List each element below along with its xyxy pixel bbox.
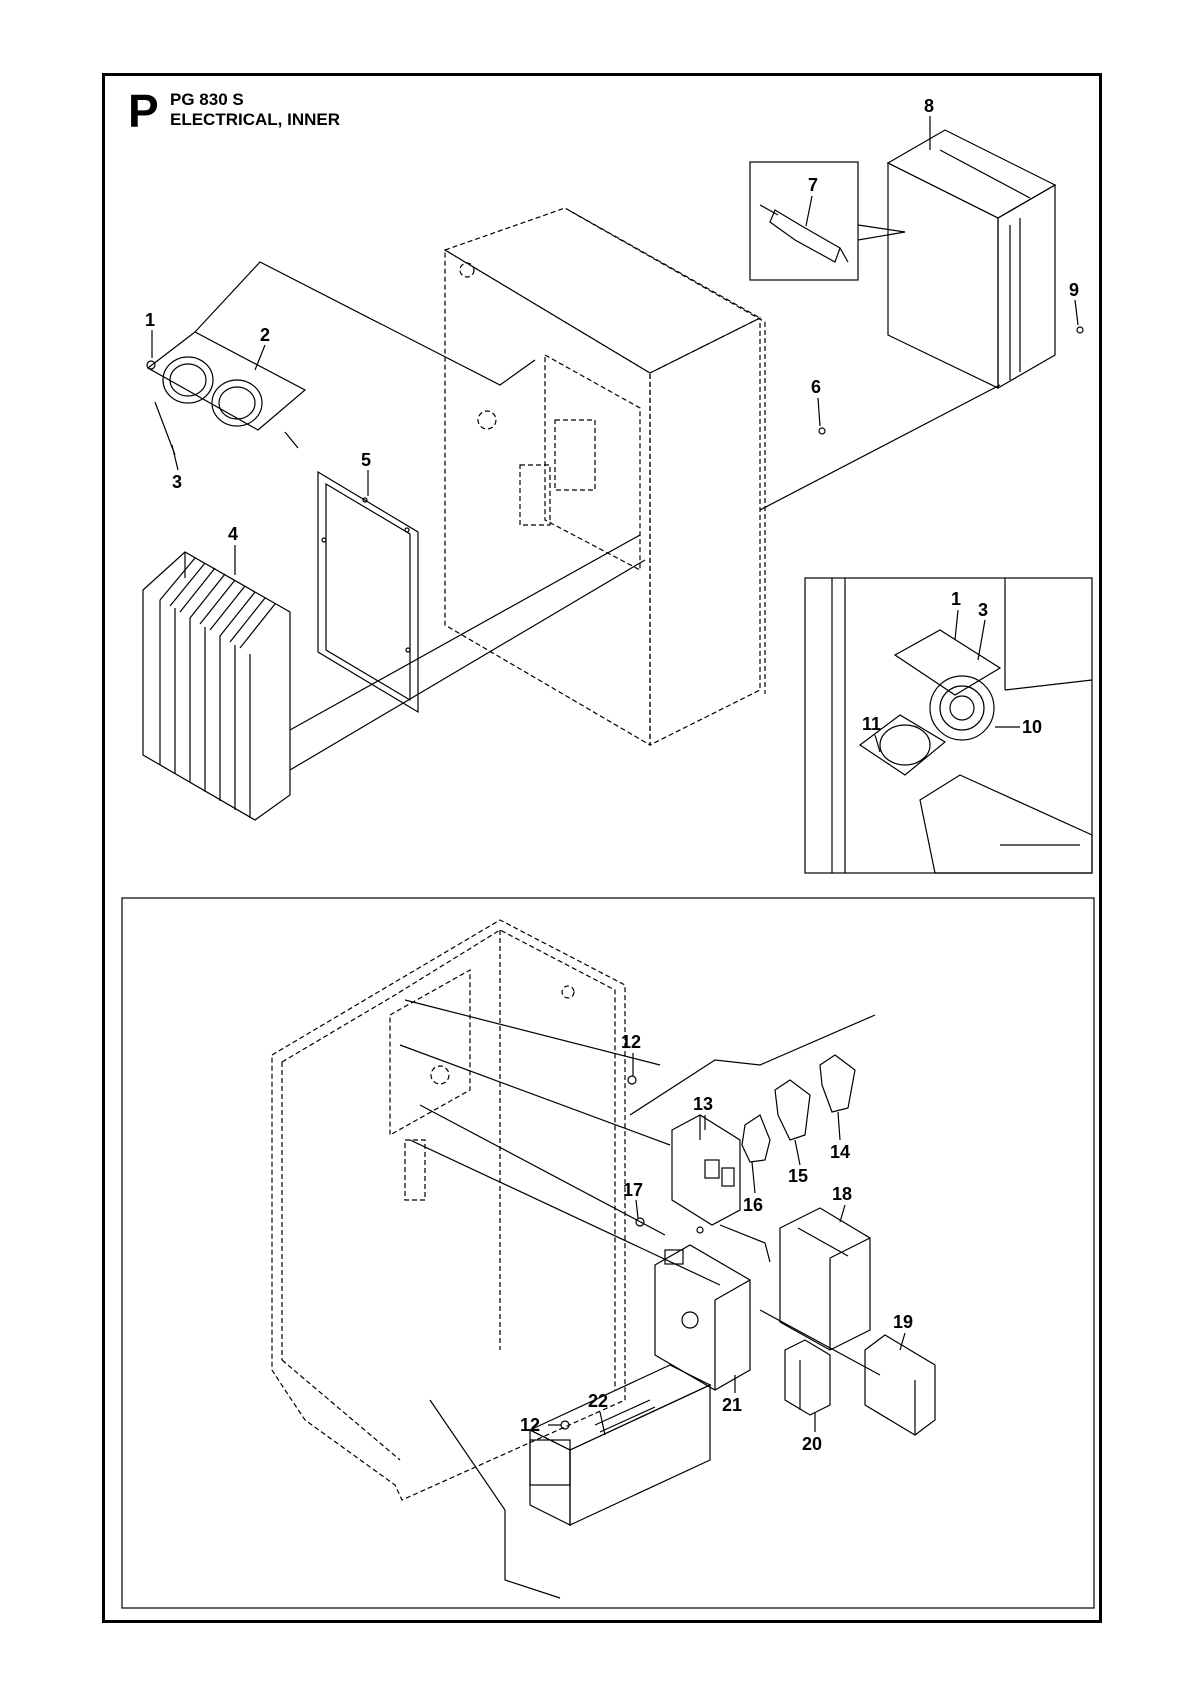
- callout-13: 13: [693, 1094, 713, 1114]
- screw-9: [1076, 326, 1084, 334]
- auxiliary-relay-block: [784, 1339, 831, 1416]
- screw-6: [818, 427, 826, 435]
- leader-18: [839, 1204, 846, 1223]
- leader-15: [794, 1139, 801, 1166]
- diagram-title: ELECTRICAL, INNER: [170, 110, 340, 129]
- leader-heatsink-b: [289, 559, 646, 771]
- din-rail-upper-a: [404, 999, 661, 1066]
- callout-15: 15: [788, 1166, 808, 1186]
- callout-4: 4: [228, 524, 238, 544]
- callout-14: 14: [830, 1142, 850, 1162]
- inset-callout-1: 1: [951, 589, 961, 609]
- fan-assembly: [146, 331, 307, 456]
- screw-12-upper: [627, 1075, 637, 1085]
- leader-14: [837, 1111, 841, 1141]
- din-rail-lower-a: [419, 1104, 666, 1236]
- contactor: [654, 1244, 751, 1391]
- callout-20: 20: [802, 1434, 822, 1454]
- leader-22: [599, 1411, 606, 1436]
- callout-2: 2: [260, 325, 270, 345]
- callout-12-upper: 12: [621, 1032, 641, 1052]
- callout-pointer-paste: [857, 224, 906, 241]
- callout-6: 6: [811, 377, 821, 397]
- leader-inset-3: [977, 619, 986, 661]
- section-letter: P: [128, 85, 159, 137]
- inset-callout-3: 3: [978, 600, 988, 620]
- callout-22: 22: [588, 1391, 608, 1411]
- screw-17: [635, 1217, 645, 1227]
- callout-18: 18: [832, 1184, 852, 1204]
- lower-panel-box: [121, 897, 1095, 1609]
- cabinet-housing-bottom: [271, 919, 626, 1501]
- callout-10: 10: [1022, 717, 1042, 737]
- callout-3: 3: [172, 472, 182, 492]
- leader-17: [635, 1199, 639, 1219]
- leader-11: [874, 734, 881, 753]
- leader-inverter: [759, 384, 1001, 511]
- callout-1: 1: [145, 310, 155, 330]
- heatsink: [142, 551, 291, 821]
- callout-19: 19: [893, 1312, 913, 1332]
- thermal-paste-syringe: [759, 204, 849, 263]
- leader-fan: [194, 261, 536, 386]
- callout-12-lower: 12: [520, 1415, 540, 1435]
- leader-16: [751, 1161, 756, 1194]
- screw-21: [696, 1226, 704, 1234]
- leader-heatsink-a: [289, 534, 641, 731]
- power-supply: [779, 1207, 871, 1351]
- inverter-module: [886, 129, 1057, 390]
- leader-3: [171, 444, 179, 471]
- leader-9: [1074, 299, 1079, 326]
- din-rail-lower-b: [409, 1139, 721, 1286]
- callout-16: 16: [743, 1195, 763, 1215]
- callout-11: 11: [862, 714, 881, 734]
- callout-9: 9: [1069, 280, 1079, 300]
- callout-21: 21: [722, 1395, 742, 1415]
- cabinet-housing-top: [443, 207, 766, 747]
- emc-filter: [528, 1364, 712, 1526]
- leader-psu: [719, 1224, 771, 1263]
- din-rail-upper-b: [399, 1044, 671, 1146]
- callout-7: 7: [808, 175, 818, 195]
- callout-8: 8: [924, 96, 934, 116]
- leader-breaker-group: [629, 1014, 876, 1116]
- model-name: PG 830 S: [170, 90, 244, 109]
- leader-inset-1: [954, 609, 959, 641]
- leader-7: [805, 195, 813, 227]
- leader-2: [254, 344, 266, 371]
- gasket-frame: [317, 470, 419, 714]
- auxiliary-contacts: [741, 1054, 856, 1163]
- leader-6: [817, 397, 821, 427]
- control-relay: [864, 1334, 936, 1436]
- leader-relay: [759, 1309, 881, 1376]
- detail-box-paste: [749, 161, 859, 281]
- circuit-breaker: [671, 1114, 741, 1226]
- page-frame: [102, 73, 1102, 1623]
- callout-5: 5: [361, 450, 371, 470]
- leader-filter: [429, 1399, 561, 1599]
- inset-contents: [831, 578, 1093, 874]
- callout-17: 17: [623, 1180, 643, 1200]
- leader-19: [899, 1332, 906, 1351]
